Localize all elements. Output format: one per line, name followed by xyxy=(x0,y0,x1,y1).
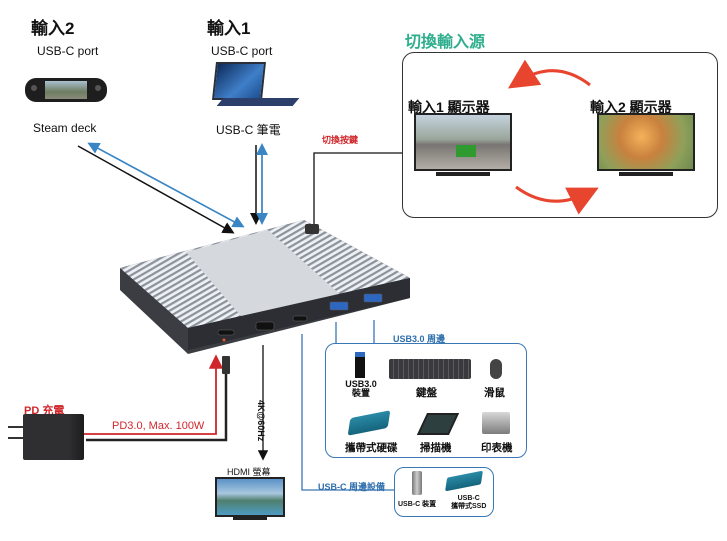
plug-prong-2 xyxy=(8,437,24,439)
usb3-item-keyboard: 鍵盤 xyxy=(416,387,437,399)
hdmi-port[interactable] xyxy=(255,321,275,331)
monitor1-label: 輸入1 顯示器 xyxy=(408,99,490,115)
usbc-title: USB-C 周邊設備 xyxy=(318,482,385,492)
steamdeck-data-line xyxy=(89,143,245,228)
usb-drive-icon xyxy=(355,352,365,378)
power-red-line xyxy=(84,354,224,435)
switch-button-line xyxy=(313,152,402,226)
usbc-peripheral-line xyxy=(301,334,394,491)
hdmi-resolution-label: 4K@60Hz xyxy=(256,400,266,442)
usb3-port-2[interactable] xyxy=(363,293,383,303)
switch-section-title: 切換輸入源 xyxy=(405,34,486,51)
monitor1-icon xyxy=(414,113,512,171)
switch-arrow-bottom xyxy=(515,185,599,215)
usbc-drive-icon xyxy=(412,471,422,495)
input1-port-label: USB-C port xyxy=(211,44,273,58)
laptop-icon[interactable] xyxy=(212,62,300,110)
hdmi-monitor-icon xyxy=(215,477,285,517)
monitor2-label: 輸入2 顯示器 xyxy=(590,99,672,115)
monitor2-icon xyxy=(597,113,695,171)
usbc-item-ssd: USB-C 攜帶式SSD xyxy=(451,495,486,510)
usb3-item-printer: 印表機 xyxy=(481,442,513,454)
usbc-data-port[interactable] xyxy=(292,315,308,322)
steamdeck-to-hub-line xyxy=(77,145,235,234)
mouse-icon xyxy=(490,359,502,379)
switch-button-label: 切換按鍵 xyxy=(322,135,359,145)
usb3-port-1[interactable] xyxy=(329,301,349,311)
input2-port-label: USB-C port xyxy=(37,44,99,58)
usb3-item-scanner: 掃描機 xyxy=(420,442,452,454)
input1-device-label: USB-C 筆電 xyxy=(216,123,281,137)
power-spec-label: PD3.0, Max. 100W xyxy=(112,420,205,432)
printer-icon xyxy=(482,412,510,434)
usb3-item-portable-hdd: 攜帶式硬碟 xyxy=(345,442,398,454)
monitor1-stand xyxy=(436,172,490,176)
usbc-ssd-label-line1: USB-C xyxy=(457,495,480,502)
keyboard-icon xyxy=(389,359,471,379)
switch-diagram-box xyxy=(402,52,718,218)
pd-usbc-port[interactable] xyxy=(217,329,235,336)
input2-device-label: Steam deck xyxy=(33,121,97,135)
usbc-plug xyxy=(222,356,230,374)
switch-arrow-top xyxy=(507,59,591,89)
usbc-kvm-hub xyxy=(118,218,418,358)
power-adapter-icon xyxy=(23,414,84,460)
plug-prong-1 xyxy=(8,426,24,428)
usb3-title: USB3.0 周邊 xyxy=(393,334,446,344)
usb3-peripheral-box xyxy=(325,343,527,458)
usbc-peripheral-box xyxy=(394,467,494,517)
usbc-ssd-label-line2: 攜帶式SSD xyxy=(451,502,487,510)
power-cable xyxy=(86,372,228,442)
input1-title: 輸入1 xyxy=(207,19,251,38)
usb3-item-mouse: 滑鼠 xyxy=(484,387,505,399)
input2-title: 輸入2 xyxy=(31,19,75,38)
hdmi-monitor-stand xyxy=(233,517,267,520)
usb3-item-usb-drive: USB3.0 裝置 xyxy=(345,379,377,399)
hdmi-monitor-label: HDMI 螢幕 xyxy=(227,467,271,477)
usbc-item-drive: USB-C 裝置 xyxy=(398,501,437,508)
monitor2-stand xyxy=(619,172,673,176)
steam-deck-icon[interactable] xyxy=(25,78,107,102)
switch-button[interactable] xyxy=(305,224,319,234)
